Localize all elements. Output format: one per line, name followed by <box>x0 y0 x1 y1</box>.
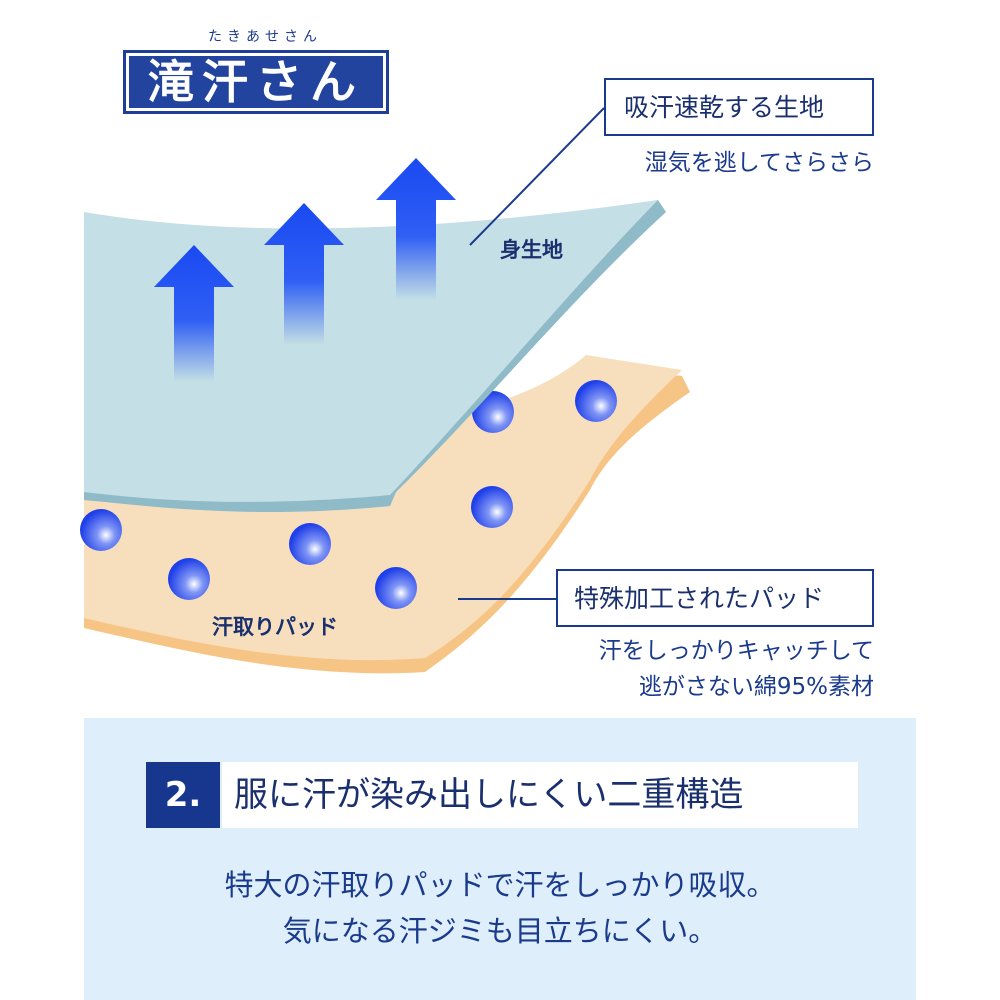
feature-description-line2: 気になる汗ジミも目立ちにくい。 <box>282 914 718 948</box>
layer-illustration <box>80 107 690 674</box>
sweat-droplet <box>375 567 417 609</box>
up-arrow-icon <box>154 245 234 382</box>
logo-text: 滝汗さん <box>129 56 383 108</box>
sweat-droplet <box>575 380 617 422</box>
fabric-callout-title: 吸汗速乾する生地 <box>604 78 874 136</box>
fabric-label: 身生地 <box>500 238 563 262</box>
sweat-droplet <box>168 558 210 600</box>
pad-callout-subtitle: 汗をしっかりキャッチして 逃がさない綿95%素材 <box>500 633 874 705</box>
fabric-leader-line <box>469 107 605 246</box>
up-arrow-icon <box>264 203 344 345</box>
feature-panel <box>84 718 916 1000</box>
pad-label: 汗取りパッド <box>212 615 338 639</box>
feature-title: 服に汗が染み出しにくい二重構造 <box>222 762 858 828</box>
sweat-droplet <box>471 486 513 528</box>
feature-description-line1: 特大の汗取りパッドで汗をしっかり吸収。 <box>224 868 776 902</box>
sweat-droplet <box>289 523 331 565</box>
pad-callout-subtitle-line2: 逃がさない綿95%素材 <box>638 674 874 700</box>
evaporation-arrows <box>154 158 456 382</box>
fabric-callout-subtitle: 湿気を逃してさらさら <box>644 150 874 176</box>
sweat-droplets <box>80 380 617 609</box>
sweat-droplet <box>80 509 122 551</box>
sweat-pad-layer <box>84 355 690 674</box>
feature-number: 2. <box>146 762 220 828</box>
body-fabric-layer <box>84 200 666 513</box>
pad-callout-subtitle-line1: 汗をしっかりキャッチして <box>598 638 874 664</box>
logo-ruby: たきあせさん <box>208 29 322 45</box>
logo: 滝汗さん <box>123 50 389 114</box>
pad-callout-title: 特殊加工されたパッド <box>556 569 874 627</box>
up-arrow-icon <box>376 158 456 300</box>
